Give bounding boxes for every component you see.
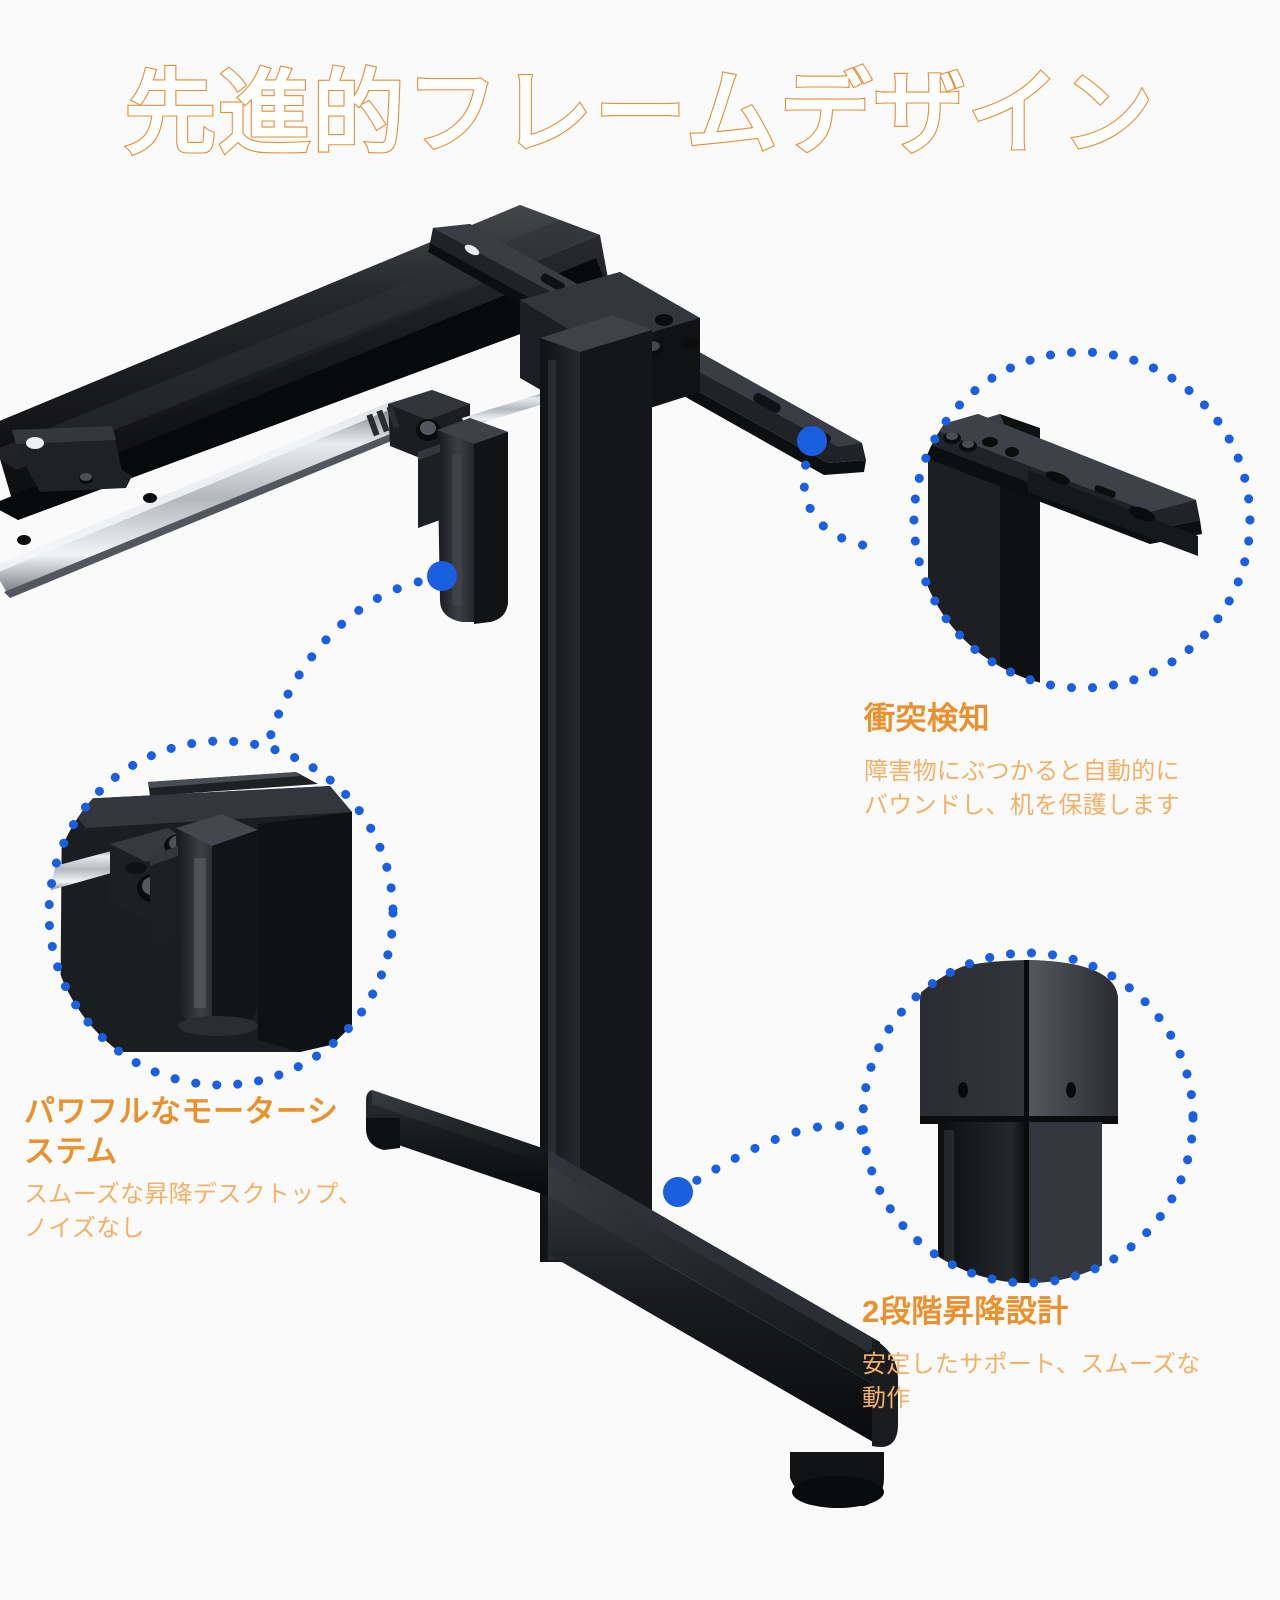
beam-mount-plate-left bbox=[12, 426, 132, 492]
chrome-guide-rod bbox=[0, 400, 418, 598]
callout-heading-collision-detection: 衝突検知 bbox=[864, 701, 990, 736]
crossbeam bbox=[0, 205, 612, 520]
desk-frame-main bbox=[0, 205, 898, 1508]
beam-bolt-1 bbox=[143, 493, 157, 503]
callout-body-collision-detection: 障害物にぶつかると自動的にバウンドし、机を保護します bbox=[864, 758, 1180, 820]
beam-bolt-2 bbox=[17, 535, 31, 545]
detail-circle-column bbox=[858, 948, 1198, 1288]
motor-coupling bbox=[366, 390, 556, 462]
connector-collision bbox=[799, 439, 885, 553]
leg-column bbox=[540, 315, 652, 1262]
callout-heading-two-stage-lift: 2段階昇降設計 bbox=[862, 1294, 1069, 1329]
lift-motor bbox=[418, 418, 508, 624]
marker-dot-motor bbox=[427, 561, 457, 591]
detail-circle-bracket bbox=[909, 347, 1255, 693]
marker-dot-column bbox=[663, 1177, 693, 1207]
connector-motor bbox=[263, 573, 445, 749]
callout-heading-powerful-motor: パワフルなモーターシステム bbox=[24, 1094, 339, 1169]
connector-lines bbox=[263, 439, 885, 1197]
frame-center-hub bbox=[520, 272, 700, 424]
marker-dot-collision bbox=[797, 426, 827, 456]
t-foot-base bbox=[366, 1090, 898, 1508]
connector-column bbox=[673, 1121, 877, 1197]
callout-body-two-stage-lift: 安定したサポート、スムーズな動作 bbox=[862, 1351, 1201, 1413]
detail-circle-motor bbox=[44, 736, 398, 1090]
t-top-bracket bbox=[428, 224, 866, 475]
callout-body-powerful-motor: スムーズな昇降デスクトップ、ノイズなし bbox=[24, 1181, 363, 1243]
page-title: 先進的フレームデザイン bbox=[123, 62, 1156, 166]
